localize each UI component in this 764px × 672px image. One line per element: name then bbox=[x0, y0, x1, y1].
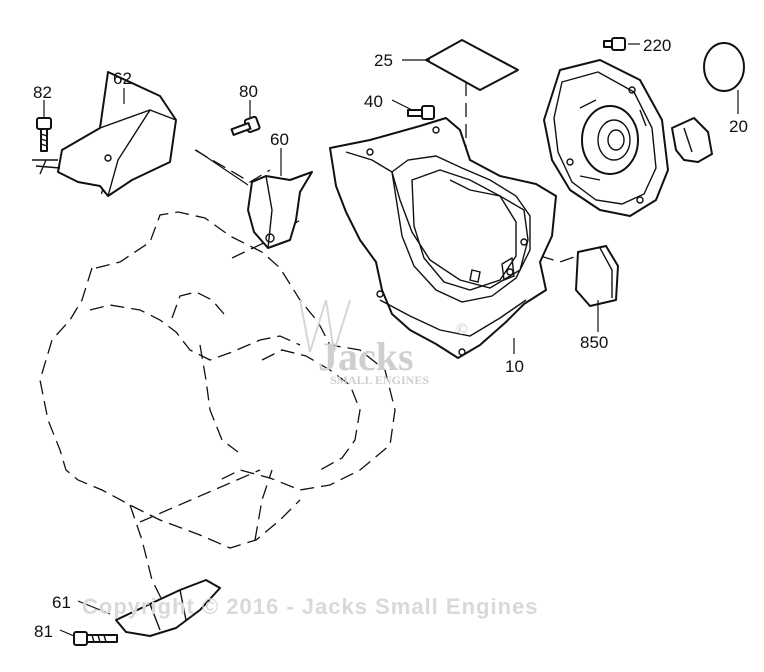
part-62-cover bbox=[32, 71, 177, 197]
callout-82: 82 bbox=[33, 83, 52, 102]
callout-61: 61 bbox=[52, 593, 71, 612]
callout-81: 81 bbox=[34, 622, 53, 641]
part-40-bolt bbox=[407, 105, 435, 120]
leader-lines bbox=[43, 43, 739, 637]
callout-20: 20 bbox=[729, 117, 748, 136]
watermark-logo: Jacks © SMALL ENGINES bbox=[299, 299, 468, 387]
logo-main-text: Jacks bbox=[318, 334, 414, 379]
part-10-blower-housing bbox=[329, 117, 557, 359]
part-25-decal bbox=[425, 39, 519, 91]
logo-sub-text: SMALL ENGINES bbox=[330, 373, 429, 387]
callout-220: 220 bbox=[643, 36, 671, 55]
part-20-cap bbox=[703, 42, 745, 92]
callout-80: 80 bbox=[239, 82, 258, 101]
part-81-bolt bbox=[73, 631, 118, 646]
copyright-watermark: Copyright © 2016 - Jacks Small Engines bbox=[82, 594, 538, 619]
part-82-bolt bbox=[36, 117, 52, 152]
part-60-guard bbox=[195, 149, 313, 249]
engine-block-outline bbox=[39, 82, 581, 601]
part-220-bolt bbox=[603, 37, 626, 51]
callout-10: 10 bbox=[505, 357, 524, 376]
part-80-bolt bbox=[230, 115, 261, 136]
part-61-guard bbox=[115, 579, 221, 637]
logo-registered-mark: © bbox=[456, 321, 468, 338]
callout-62: 62 bbox=[113, 69, 132, 88]
callout-850: 850 bbox=[580, 333, 608, 352]
callout-25: 25 bbox=[374, 51, 393, 70]
part-850-plate bbox=[575, 245, 619, 307]
callouts: 82 62 80 60 40 25 220 20 10 850 61 81 bbox=[33, 36, 748, 641]
callout-40: 40 bbox=[364, 92, 383, 111]
callout-60: 60 bbox=[270, 130, 289, 149]
recoil-starter bbox=[543, 59, 713, 217]
